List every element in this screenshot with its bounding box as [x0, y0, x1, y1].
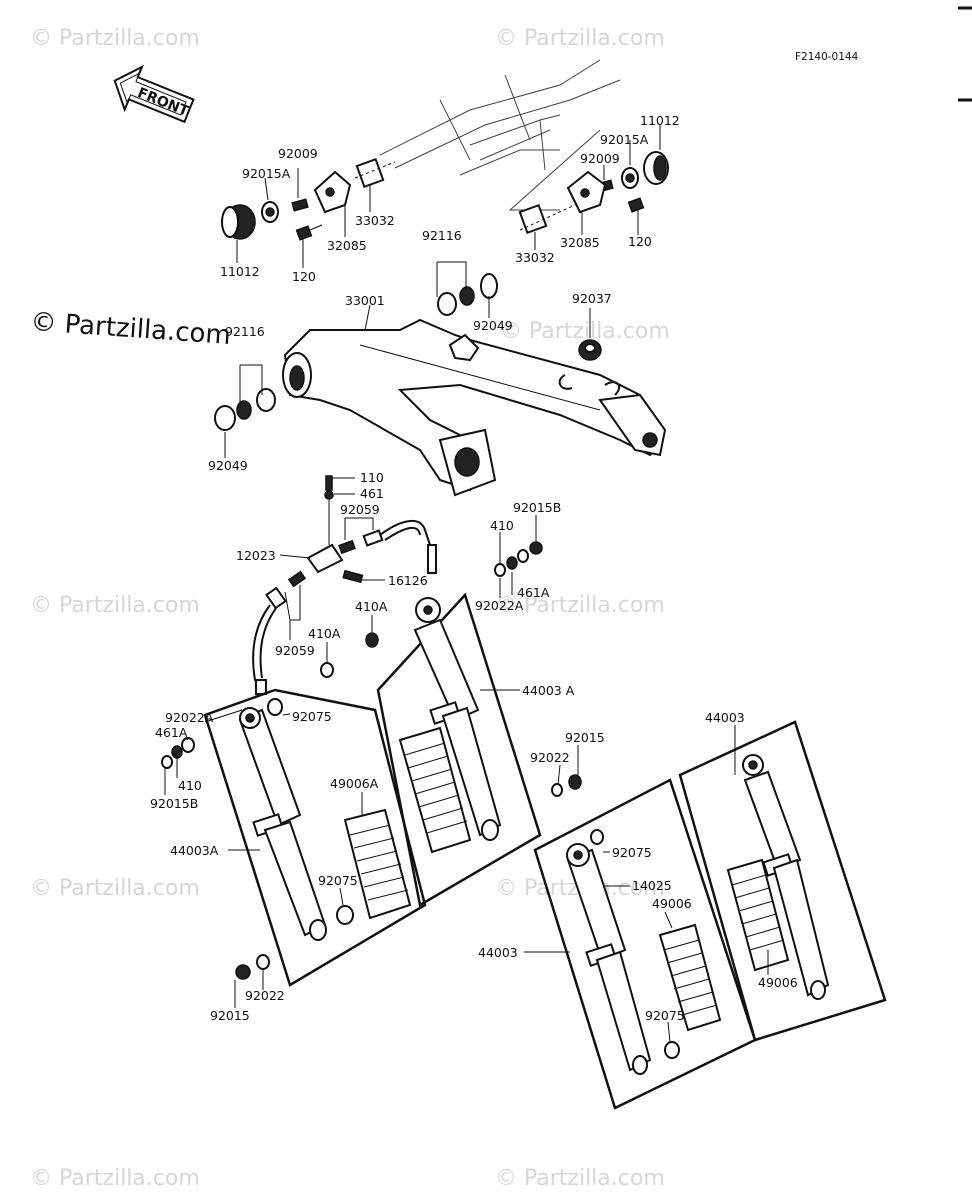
part-label-92015a: 92015A	[242, 166, 291, 181]
part-label-120: 120	[628, 234, 652, 249]
part-label-49006a: 49006A	[330, 776, 379, 791]
part-label-49006: 49006	[758, 975, 798, 990]
part-label-92015a: 92015A	[600, 132, 649, 147]
part-label-92037: 92037	[572, 291, 612, 306]
reference-code: F2140-0144	[795, 51, 859, 63]
frame-outline	[379, 59, 621, 211]
lower-shock	[566, 829, 722, 1075]
part-label-92022a: 92022A	[165, 710, 214, 725]
watermark: © Partzilla.com	[30, 593, 200, 618]
part-label-92015b: 92015B	[150, 796, 198, 811]
part-label-92015: 92015	[565, 730, 605, 745]
part-label-92022a: 92022A	[475, 598, 524, 613]
part-label-92116: 92116	[225, 324, 265, 339]
part-label-92075: 92075	[292, 709, 332, 724]
left-shock	[161, 698, 412, 980]
part-label-33001: 33001	[345, 293, 385, 308]
watermarks: © Partzilla.com © Partzilla.com © Partzi…	[30, 26, 670, 1191]
part-label-410: 410	[490, 518, 514, 533]
spring-49006-mid	[658, 923, 722, 1032]
part-label-44003: 44003	[478, 945, 518, 960]
part-label-11012: 11012	[640, 113, 680, 128]
part-label-44003a: 44003A	[170, 843, 219, 858]
part-label-461a: 461A	[155, 725, 188, 740]
part-label-92059: 92059	[340, 502, 380, 517]
left-pivot-assembly	[221, 157, 396, 241]
part-label-120: 120	[292, 269, 316, 284]
part-label-44003a: 44003 A	[522, 683, 575, 698]
spring-middle	[398, 726, 472, 854]
leader-lines	[164, 125, 769, 1043]
part-label-11012: 11012	[220, 264, 260, 279]
part-label-16126: 16126	[388, 573, 428, 588]
part-label-92075: 92075	[612, 845, 652, 860]
part-label-33032: 33032	[515, 250, 555, 265]
part-label-92075: 92075	[318, 873, 358, 888]
part-label-92009: 92009	[278, 146, 318, 161]
part-label-14025: 14025	[632, 878, 672, 893]
part-labels: 92009 92015A 11012 120 32085 33032 92009…	[150, 113, 798, 1023]
watermark: © Partzilla.com	[500, 319, 670, 344]
part-label-92049: 92049	[473, 318, 513, 333]
spring-49006a	[343, 808, 412, 920]
part-label-12023: 12023	[236, 548, 276, 563]
part-label-44003: 44003	[705, 710, 745, 725]
right-shock	[726, 754, 830, 1000]
part-label-49006: 49006	[652, 896, 692, 911]
watermark-main: © Partzilla.com	[30, 307, 232, 351]
part-label-92015: 92015	[210, 1008, 250, 1023]
middle-shock	[398, 597, 582, 854]
part-label-92049: 92049	[208, 458, 248, 473]
part-label-92022: 92022	[245, 988, 285, 1003]
part-label-461: 461	[360, 486, 384, 501]
watermark: © Partzilla.com	[30, 26, 200, 51]
part-label-461a: 461A	[517, 585, 550, 600]
part-label-110: 110	[360, 470, 384, 485]
part-label-32085: 32085	[327, 238, 367, 253]
watermark: © Partzilla.com	[30, 1166, 200, 1191]
swingarm	[282, 318, 667, 497]
part-label-92015b: 92015B	[513, 500, 561, 515]
part-label-92009: 92009	[580, 151, 620, 166]
part-label-92059: 92059	[275, 643, 315, 658]
part-label-33032: 33032	[355, 213, 395, 228]
front-arrow: FRONT	[113, 64, 195, 124]
part-label-32085: 32085	[560, 235, 600, 250]
hose-assembly	[252, 475, 543, 695]
watermark: © Partzilla.com	[495, 26, 665, 51]
part-label-92116: 92116	[422, 228, 462, 243]
part-label-410a: 410A	[355, 599, 388, 614]
part-label-410: 410	[178, 778, 202, 793]
spring-49006-right	[726, 858, 790, 972]
watermark: © Partzilla.com	[495, 593, 665, 618]
right-pivot-assembly	[518, 151, 669, 235]
watermark: © Partzilla.com	[30, 876, 200, 901]
part-label-92075: 92075	[645, 1008, 685, 1023]
watermark: © Partzilla.com	[495, 1166, 665, 1191]
swingarm-bearings	[214, 273, 602, 431]
part-label-410a: 410A	[308, 626, 341, 641]
part-label-92022: 92022	[530, 750, 570, 765]
